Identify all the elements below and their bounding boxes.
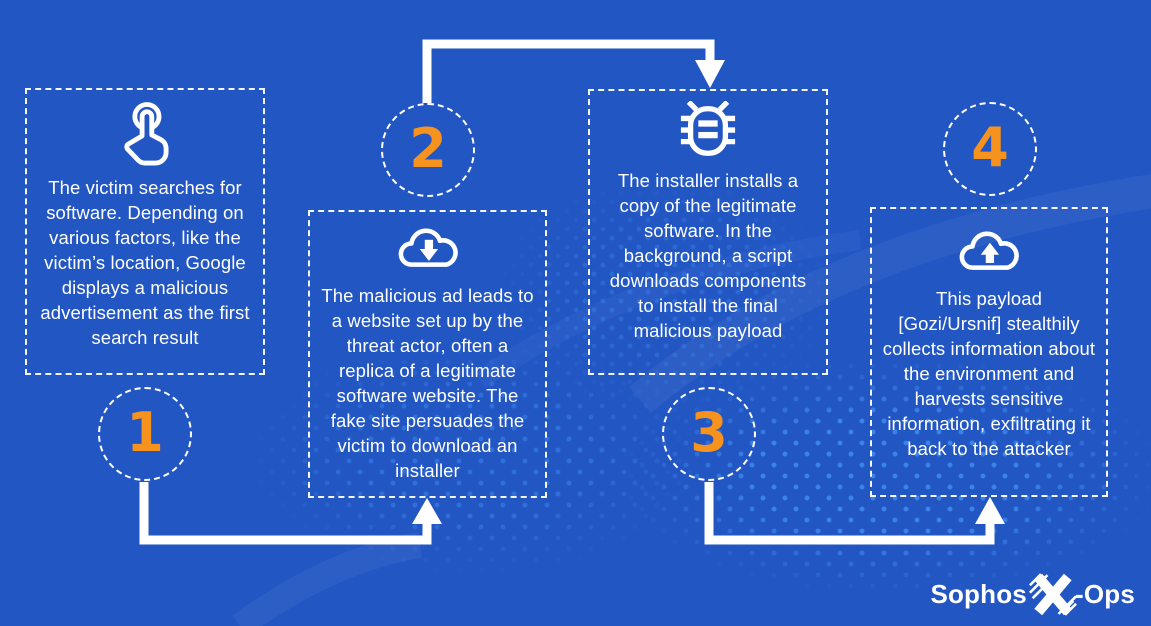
step-1-number-circle: 1 [98,387,192,481]
step-number: 1 [126,400,164,464]
step-4-number-circle: 4 [943,102,1037,196]
step-1-box: The victim searches for software. Depend… [25,88,265,375]
step-3-box: The installer installs a copy of the leg… [588,89,828,375]
cloud-upload-icon [955,225,1023,279]
step-number: 4 [971,115,1009,179]
step-3-number-circle: 3 [662,387,756,481]
step-2-text: The malicious ad leads to a website set … [321,285,534,481]
step-2-number-circle: 2 [381,103,475,197]
step-1-text: The victim searches for software. Depend… [40,177,250,348]
cloud-download-icon [394,222,462,276]
step-4-box: This payload [Gozi/Ursnif] stealthily co… [870,207,1108,497]
tap-icon [115,100,175,168]
logo-text-sophos: Sophos [930,579,1027,609]
logo-text-ops: -Ops [1074,579,1135,609]
step-3-text: The installer installs a copy of the leg… [609,170,807,341]
step-number: 3 [690,400,728,464]
x-hatch-icon [1028,573,1077,616]
sophos-x-ops-logo: Sophos -Ops [930,573,1135,616]
bug-icon [677,101,739,161]
step-number: 2 [409,116,447,180]
step-4-text: This payload [Gozi/Ursnif] stealthily co… [882,288,1096,459]
background-dots [495,175,835,410]
step-2-box: The malicious ad leads to a website set … [308,210,547,498]
